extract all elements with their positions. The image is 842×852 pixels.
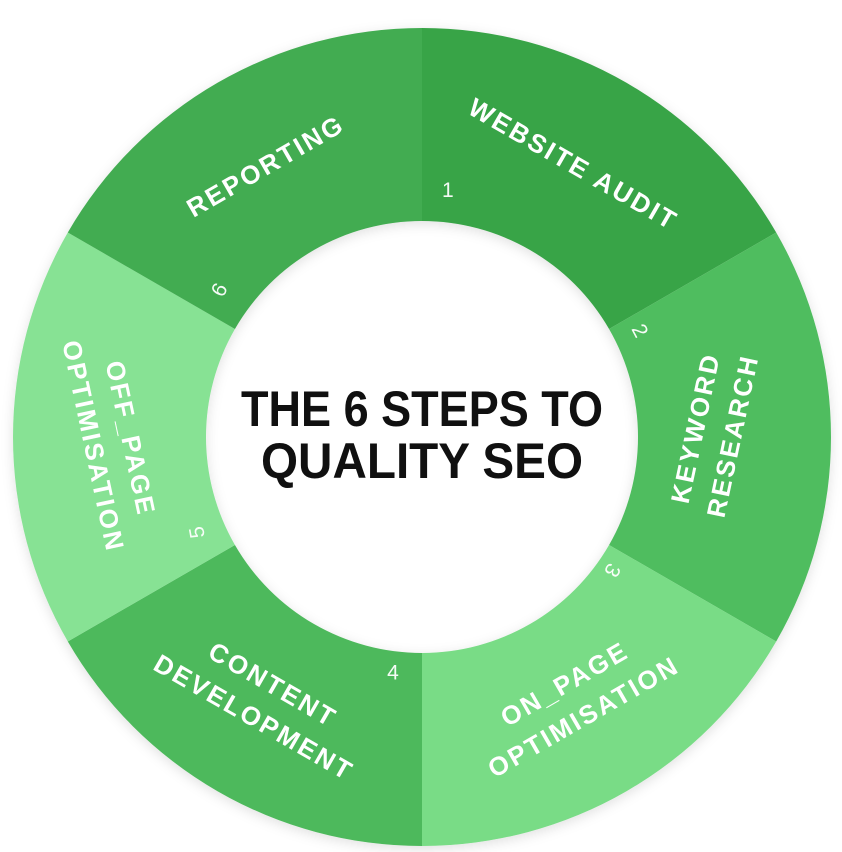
step-number-5: 5 (185, 525, 210, 541)
chart-title-line-1: THE 6 STEPS TO (241, 381, 603, 437)
segment-reporting (67, 28, 423, 329)
segment-website-audit (422, 28, 777, 329)
segment-off-page-optimisation (13, 232, 235, 642)
segment-on-page-optimisation (422, 545, 777, 846)
segment-keyword-research (609, 232, 831, 642)
segment-content-development (67, 545, 423, 846)
step-number-4: 4 (387, 662, 399, 685)
chart-title-line-2: QUALITY SEO (261, 433, 583, 489)
donut-segments (13, 28, 831, 846)
chart-title: THE 6 STEPS TO QUALITY SEO (241, 381, 603, 489)
step-number-1: 1 (442, 179, 454, 202)
